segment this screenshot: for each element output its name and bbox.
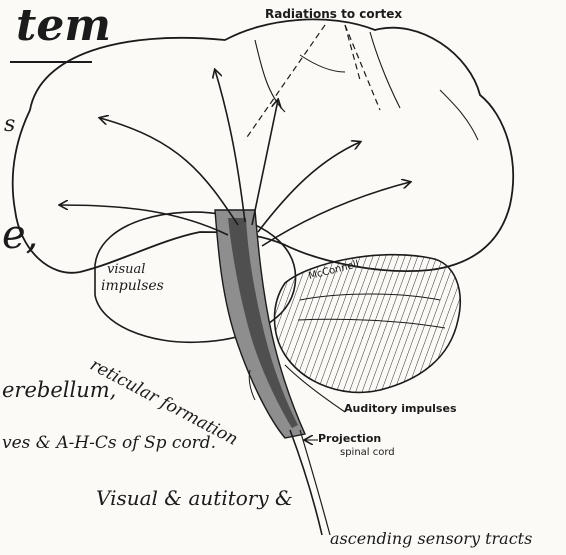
label-projection: Projection bbox=[318, 432, 381, 445]
spinal-tract-line bbox=[290, 430, 322, 535]
radiation-arrow bbox=[262, 182, 410, 246]
spinal-tract-line bbox=[300, 430, 330, 535]
cerebrum-outline bbox=[13, 19, 513, 272]
sulcus-line bbox=[300, 55, 345, 72]
label-radiations: Radiations to cortex bbox=[265, 7, 402, 21]
label-visual: visual bbox=[107, 262, 145, 277]
note-cerebellum: erebellum, bbox=[2, 378, 116, 402]
margin-fragment-2: e, bbox=[2, 212, 38, 258]
radiation-pointer-line bbox=[345, 25, 360, 80]
note-nerves: ves & A-H-Cs of Sp cord. bbox=[2, 433, 216, 453]
label-impulses: impulses bbox=[101, 278, 164, 294]
label-spinal-cord: spinal cord bbox=[340, 447, 395, 458]
label-ascending-tracts: ascending sensory tracts bbox=[330, 529, 532, 548]
radiation-arrow bbox=[60, 205, 228, 235]
radiation-arrow bbox=[252, 100, 278, 225]
heading-fragment: tem bbox=[16, 0, 111, 51]
sulcus-line bbox=[255, 40, 285, 112]
radiation-arrow bbox=[100, 118, 238, 225]
label-auditory-impulses: Auditory impulses bbox=[344, 402, 457, 415]
sulcus-line bbox=[370, 32, 400, 108]
sulcus-line bbox=[440, 90, 478, 140]
cerebellum-outline bbox=[274, 255, 460, 393]
note-visual-auditory: Visual & autitory & bbox=[96, 486, 293, 510]
margin-fragment-1: s bbox=[4, 112, 15, 137]
radiation-pointer-line bbox=[245, 25, 325, 140]
radiation-pointer-line bbox=[345, 25, 380, 110]
